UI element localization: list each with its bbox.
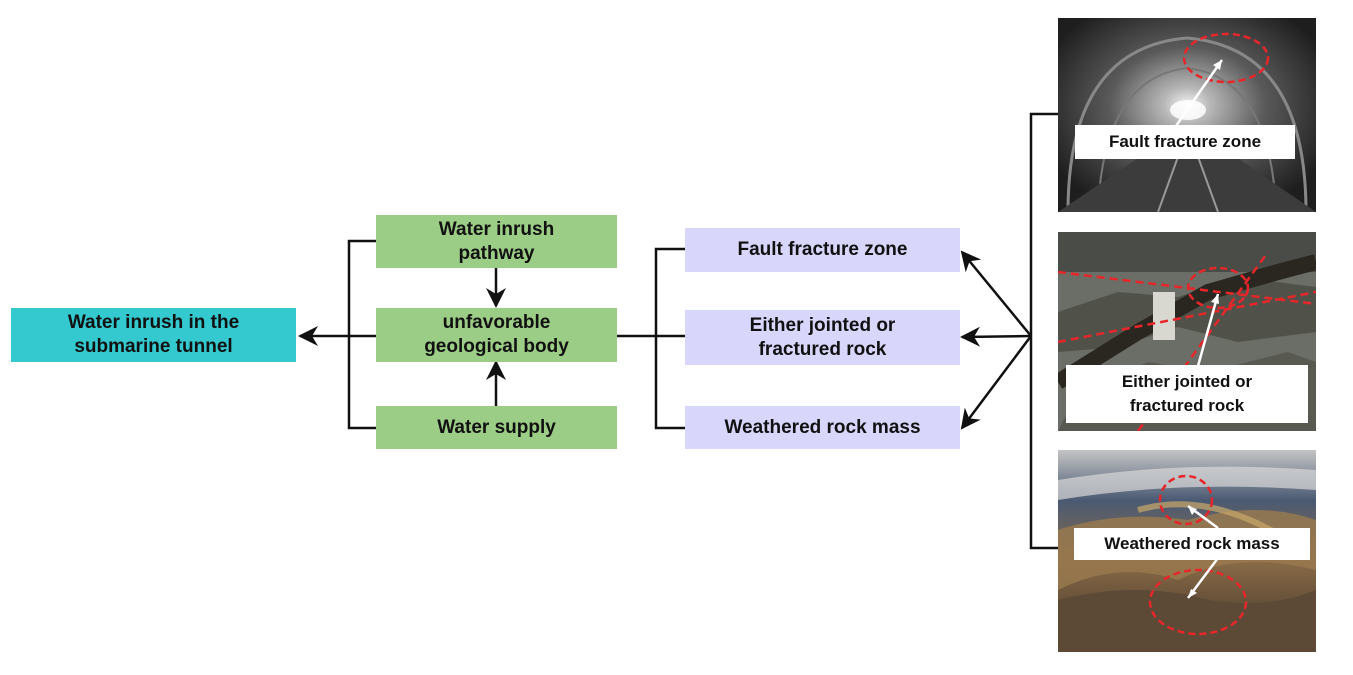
- photo-weathered-label: Weathered rock mass: [1074, 528, 1310, 560]
- photo-bracket: [1029, 112, 1058, 550]
- type-weathered-box: Weathered rock mass: [685, 406, 960, 449]
- pathway-box: Water inrush pathway: [376, 215, 617, 268]
- geological-body-label: unfavorable geological body: [424, 312, 569, 357]
- photo-jointed-rock: Either jointed or fractured rock: [1058, 232, 1316, 431]
- type-jointed-label: Either jointed or fractured rock: [749, 314, 896, 360]
- arrow-to-fault: [960, 250, 1032, 337]
- geological-body-box: unfavorable geological body: [376, 308, 617, 362]
- type-fault-box: Fault fracture zone: [685, 228, 960, 272]
- photo-weathered-rock: Weathered rock mass: [1058, 450, 1316, 652]
- type-jointed-box: Either jointed or fractured rock: [685, 310, 960, 365]
- type-fault-label: Fault fracture zone: [737, 239, 908, 260]
- tunnel-image: [1058, 18, 1316, 212]
- arrow-to-jointed: [960, 326, 1032, 347]
- arrow-to-weathered: [960, 335, 1032, 430]
- result-box: Water inrush in the submarine tunnel: [11, 308, 296, 362]
- photo-fault-tunnel: Fault fracture zone: [1058, 18, 1316, 212]
- water-supply-label: Water supply: [437, 416, 556, 438]
- photo-fault-label: Fault fracture zone: [1075, 125, 1295, 159]
- photo-jointed-label: Either jointed or fractured rock: [1066, 365, 1308, 423]
- green-bracket: [347, 239, 376, 430]
- purple-bracket: [654, 247, 685, 430]
- type-weathered-label: Weathered rock mass: [724, 416, 921, 438]
- water-supply-box: Water supply: [376, 406, 617, 449]
- result-label: Water inrush in the submarine tunnel: [67, 312, 240, 357]
- pathway-label: Water inrush pathway: [438, 218, 555, 264]
